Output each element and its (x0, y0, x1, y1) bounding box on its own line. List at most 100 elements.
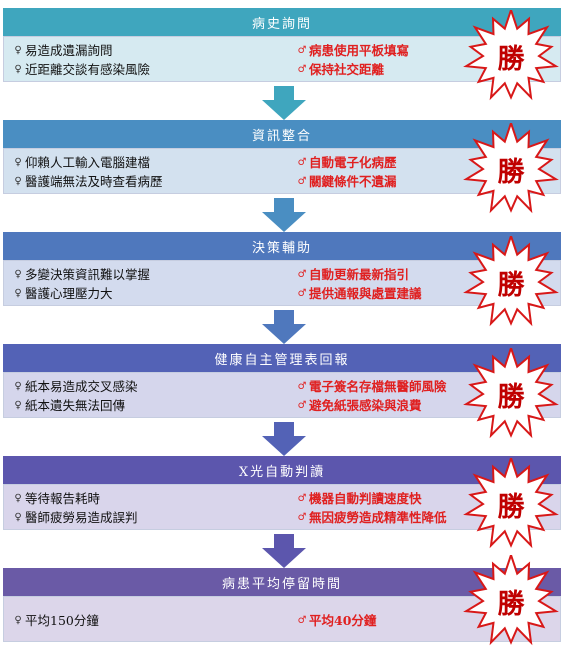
stage-body: ♀易造成遺漏詢問♀近距離交談有感染風險♂病患使用平板填寫♂保持社交距離 (3, 36, 561, 82)
problem-list: ♀紙本易造成交叉感染♀紙本遺失無法回傳 (12, 377, 282, 415)
bullet-icon: ♀ (14, 615, 22, 626)
solution-item: ♂提供通報與處置建議 (296, 284, 496, 303)
problem-list: ♀平均150分鐘 (12, 611, 282, 630)
problem-text: 紙本易造成交叉感染 (25, 379, 138, 394)
solution-list: ♂機器自動判讀速度快♂無因疲勞造成精準性降低 (296, 489, 496, 527)
stage-title: X光自動判讀 (238, 464, 326, 480)
solution-text: 機器自動判讀速度快 (309, 491, 422, 506)
check-icon: ♂ (297, 493, 307, 504)
solution-text: 提供通報與處置建議 (309, 286, 422, 301)
problem-list: ♀易造成遺漏詢問♀近距離交談有感染風險 (12, 41, 282, 79)
problem-text: 易造成遺漏詢問 (25, 43, 113, 58)
win-starburst-badge: 勝 (462, 348, 560, 440)
problem-item: ♀紙本易造成交叉感染 (12, 377, 282, 396)
problem-item: ♀醫護心理壓力大 (12, 284, 282, 303)
problem-text: 醫師疲勞易造成誤判 (25, 510, 138, 525)
problem-item: ♀易造成遺漏詢問 (12, 41, 282, 60)
stage-header: 健康自主管理表回報 (3, 344, 561, 372)
stage-body: ♀仰賴人工輸入電腦建檔♀醫護端無法及時查看病歷 ♂自動電子化病歷 ♂關鍵條件不遺漏 (3, 148, 561, 194)
problem-item: ♀紙本遺失無法回傳 (12, 396, 282, 415)
check-icon: ♂ (297, 157, 307, 168)
down-arrow-icon (262, 86, 306, 120)
badge-label: 勝 (497, 269, 525, 301)
starburst-icon (463, 236, 559, 327)
problem-list: ♀等待報告耗時 ♀醫師疲勞易造成誤判 (12, 489, 282, 527)
check-icon: ♂ (297, 45, 307, 56)
solution-item: ♂平均40分鐘 (296, 611, 496, 630)
stage-header: 資訊整合 (3, 120, 561, 148)
problem-text: 等待報告耗時 (25, 491, 101, 506)
stage-title: 病史詢問 (251, 16, 312, 32)
check-icon: ♂ (297, 615, 307, 626)
check-icon: ♂ (297, 176, 307, 187)
badge-label: 勝 (497, 156, 525, 188)
problem-text: 醫護端無法及時查看病歷 (25, 174, 163, 189)
stage-body: ♀紙本易造成交叉感染♀紙本遺失無法回傳♂電子簽名存檔無醫師風險♂避免紙張感染與浪… (3, 372, 561, 418)
badge-label: 勝 (497, 43, 525, 75)
solution-text: 自動電子化病歷 (309, 155, 397, 170)
bullet-icon: ♀ (14, 288, 22, 299)
check-icon: ♂ (297, 288, 307, 299)
stage-title: 決策輔助 (251, 240, 312, 256)
starburst-icon (463, 123, 559, 214)
stage-title: 病患平均停留時間 (221, 576, 342, 592)
stage-body: ♀平均150分鐘 ♂平均40分鐘 (3, 596, 561, 642)
bullet-icon: ♀ (14, 45, 22, 56)
solution-text: 保持社交距離 (309, 62, 385, 77)
starburst-icon (463, 10, 559, 101)
solution-item: ♂保持社交距離 (296, 60, 496, 79)
badge-label: 勝 (497, 381, 525, 413)
down-arrow-icon (262, 422, 306, 456)
down-arrow-icon (262, 310, 306, 344)
win-starburst-badge: 勝 (462, 458, 560, 550)
solution-text: 平均40分鐘 (309, 613, 377, 628)
win-starburst-badge: 勝 (462, 10, 560, 102)
bullet-icon: ♀ (14, 64, 22, 75)
solution-list: ♂自動更新最新指引♂提供通報與處置建議 (296, 265, 496, 303)
bullet-icon: ♀ (14, 176, 22, 187)
stage-header: 病史詢問 (3, 8, 561, 36)
solution-list: ♂平均40分鐘 (296, 611, 496, 630)
solution-list: ♂病患使用平板填寫♂保持社交距離 (296, 41, 496, 79)
stage-body: ♀等待報告耗時♀醫師疲勞易造成誤判♂機器自動判讀速度快♂無因疲勞造成精準性降低 (3, 484, 561, 530)
stage-body: ♀多變決策資訊難以掌握♀醫護心理壓力大♂自動更新最新指引♂提供通報與處置建議 (3, 260, 561, 306)
problem-item: ♀醫師疲勞易造成誤判 (12, 508, 282, 527)
check-icon: ♂ (297, 64, 307, 75)
solution-item: ♂避免紙張感染與浪費 (296, 396, 496, 415)
problem-text: 紙本遺失無法回傳 (25, 398, 126, 413)
solution-item: ♂電子簽名存檔無醫師風險 (296, 377, 496, 396)
check-icon: ♂ (297, 269, 307, 280)
solution-text: 自動更新最新指引 (309, 267, 410, 282)
stage-title: 資訊整合 (251, 128, 312, 144)
stage-header: 病患平均停留時間 (3, 568, 561, 596)
problem-item: ♀多變決策資訊難以掌握 (12, 265, 282, 284)
solution-item: ♂機器自動判讀速度快 (296, 489, 496, 508)
solution-text: 避免紙張感染與浪費 (309, 398, 422, 413)
badge-label: 勝 (497, 588, 525, 620)
problem-text: 近距離交談有感染風險 (25, 62, 151, 77)
solution-item: ♂無因疲勞造成精準性降低 (296, 508, 496, 527)
problem-text: 仰賴人工輸入電腦建檔 (25, 155, 151, 170)
solution-text: 無因疲勞造成精準性降低 (309, 510, 447, 525)
bullet-icon: ♀ (14, 157, 22, 168)
problem-text: 平均150分鐘 (25, 613, 99, 628)
win-starburst-badge: 勝 (462, 555, 560, 647)
bullet-icon: ♀ (14, 400, 22, 411)
badge-label: 勝 (497, 491, 525, 523)
bullet-icon: ♀ (14, 269, 22, 280)
solution-list: ♂自動電子化病歷 ♂關鍵條件不遺漏 (296, 153, 496, 191)
problem-item: ♀平均150分鐘 (12, 611, 282, 630)
win-starburst-badge: 勝 (462, 123, 560, 215)
down-arrow-icon (262, 198, 306, 232)
win-starburst-badge: 勝 (462, 236, 560, 328)
bullet-icon: ♀ (14, 381, 22, 392)
solution-text: 病患使用平板填寫 (309, 43, 410, 58)
stage-title: 健康自主管理表回報 (214, 352, 350, 368)
bullet-icon: ♀ (14, 512, 22, 523)
down-arrow-icon (262, 534, 306, 568)
problem-item: ♀近距離交談有感染風險 (12, 60, 282, 79)
check-icon: ♂ (297, 400, 307, 411)
solution-list: ♂電子簽名存檔無醫師風險♂避免紙張感染與浪費 (296, 377, 496, 415)
problem-text: 醫護心理壓力大 (25, 286, 113, 301)
solution-item: ♂關鍵條件不遺漏 (296, 172, 496, 191)
